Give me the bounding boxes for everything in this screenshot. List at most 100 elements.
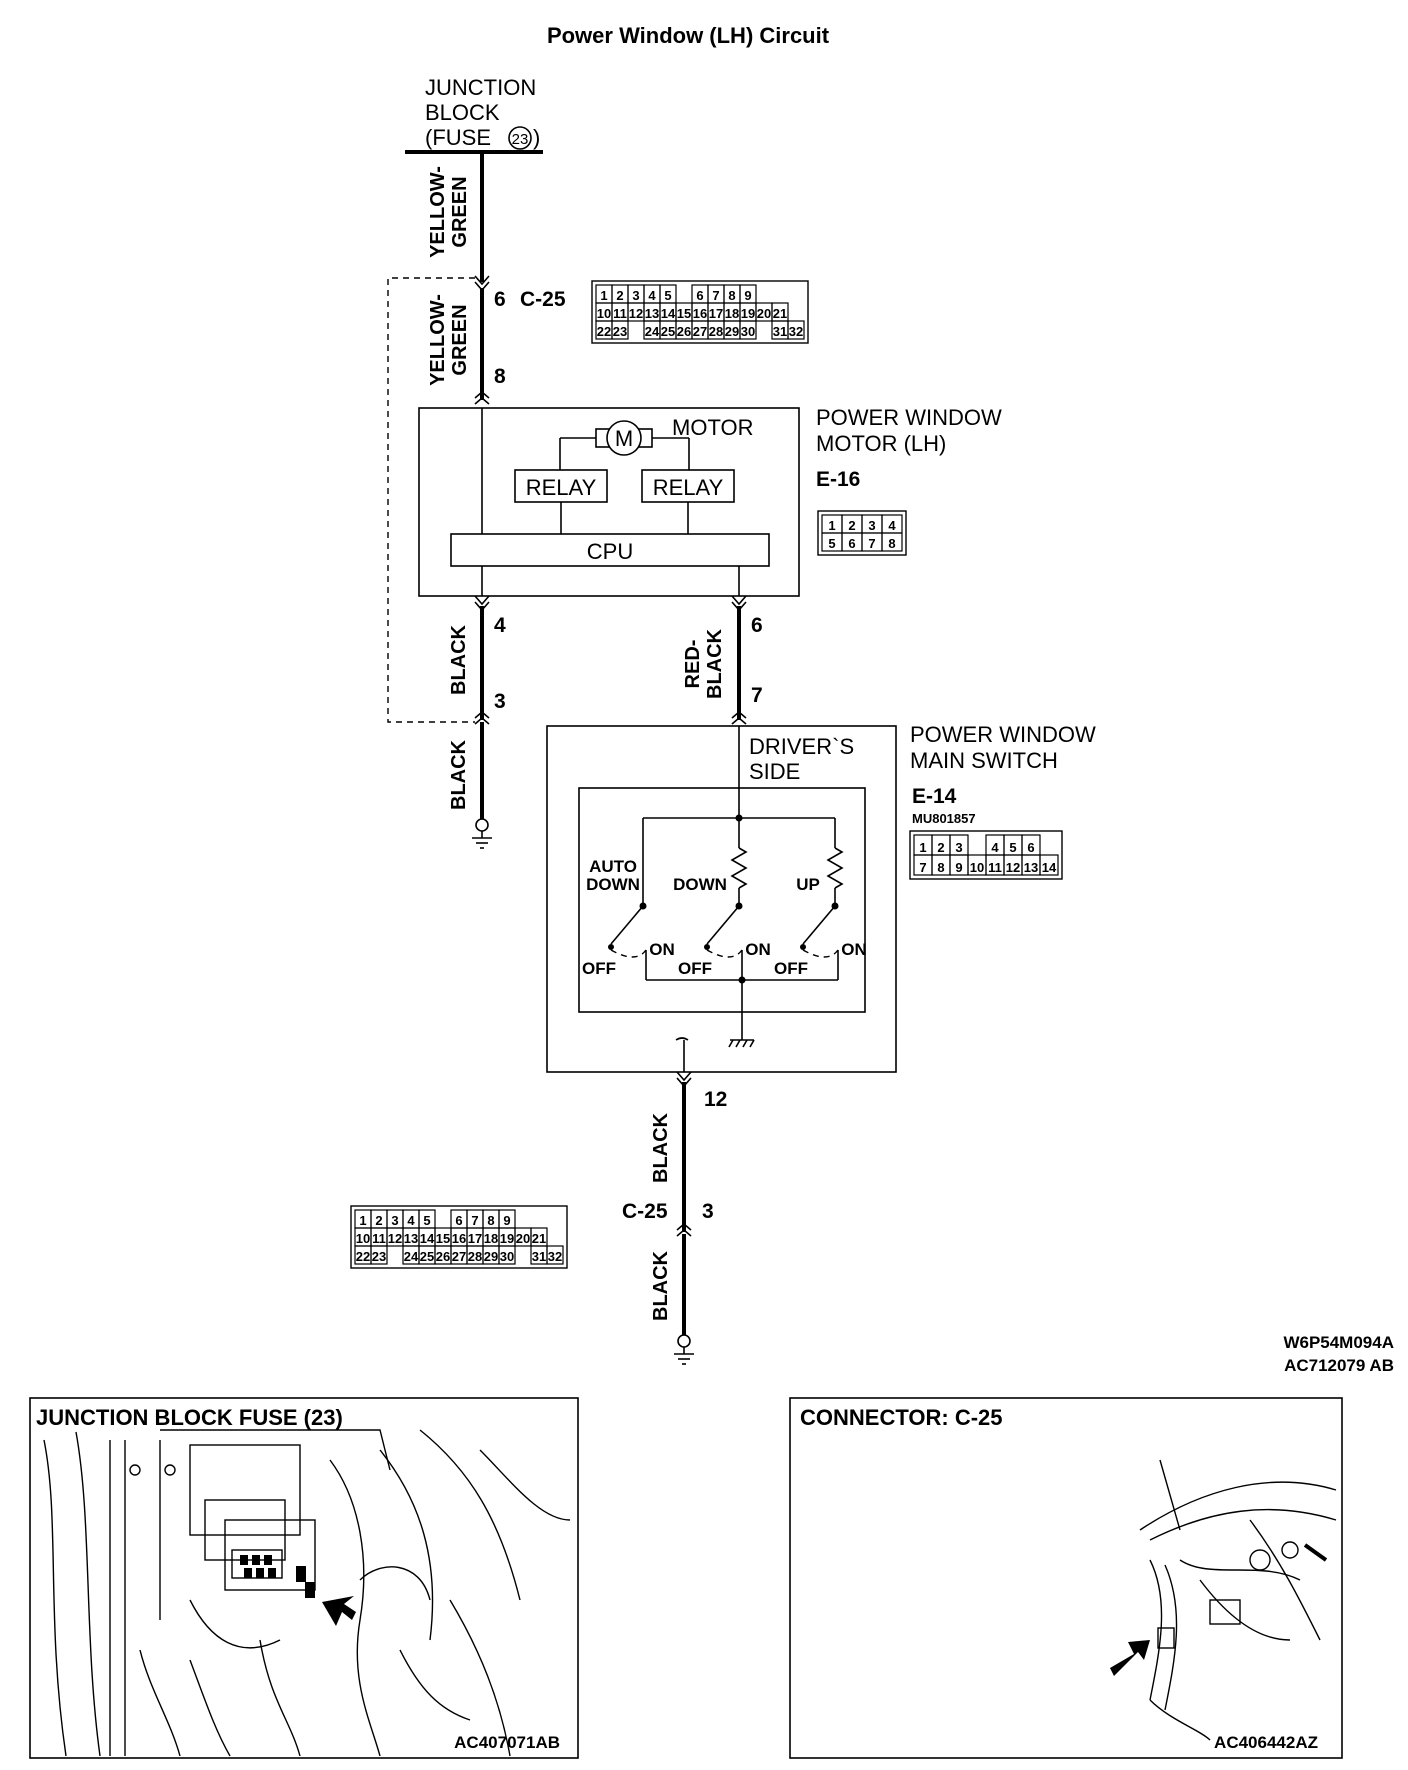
motor-symbol: M	[559, 420, 690, 470]
cpu-label: CPU	[587, 539, 633, 564]
pin-cell	[498, 1245, 516, 1265]
switch-title-1: POWER WINDOW	[910, 722, 1096, 747]
pin-number: 23	[372, 1249, 386, 1264]
chassis-ground-symbol	[728, 1039, 755, 1048]
switch-part-number: MU801857	[912, 811, 976, 826]
label-off-2: OFF	[678, 959, 712, 978]
label-auto: AUTO	[589, 857, 637, 876]
pin-number: 1	[359, 1213, 366, 1228]
pin-number: 12	[629, 306, 643, 321]
wire-label-yg-top-1: YELLOW-	[427, 166, 449, 258]
pin-number: 31	[773, 324, 787, 339]
pin-number: 21	[773, 306, 787, 321]
diagram-code-1: W6P54M094A	[1283, 1333, 1394, 1352]
pin-number: 24	[645, 324, 660, 339]
pin-number: 10	[970, 860, 984, 875]
switch-blade-auto-down	[610, 905, 644, 945]
label-on-3: ON	[841, 940, 867, 959]
pin-number: 32	[548, 1249, 562, 1264]
ground-symbol-bottom	[674, 1347, 694, 1365]
pin-cell	[787, 320, 805, 340]
pin-number: 7	[919, 860, 926, 875]
pin-number: 2	[848, 518, 855, 533]
pin-number: 31	[532, 1249, 546, 1264]
pin-cell	[1039, 854, 1059, 876]
fuse-number-circle	[508, 126, 532, 150]
pin-number: 22	[597, 324, 611, 339]
pin-number: 14	[661, 306, 676, 321]
wire-label-black-bottom: BLACK	[650, 1250, 672, 1321]
relay-1-label: RELAY	[526, 475, 597, 500]
pin-number: 4	[991, 840, 999, 855]
diagram-code-2: AC712079 AB	[1284, 1356, 1394, 1375]
pin-number: 18	[725, 306, 739, 321]
motor-label: MOTOR	[672, 415, 753, 440]
motor-title-1: POWER WINDOW	[816, 405, 1002, 430]
switch-connector-label: E-14	[912, 785, 957, 808]
pin-number: 16	[452, 1231, 466, 1246]
pin-cell	[881, 532, 903, 552]
pin-number: 29	[725, 324, 739, 339]
pin-number: 9	[955, 860, 962, 875]
svg-text:JUNCTION: JUNCTION	[425, 75, 536, 100]
wire-label-black-left: BLACK	[448, 624, 470, 695]
pin-number: 8	[888, 536, 895, 551]
pin-number: 13	[645, 306, 659, 321]
svg-text:(FUSE: (FUSE	[425, 125, 491, 150]
ground-symbol-left	[472, 831, 492, 849]
pin-number: 17	[709, 306, 723, 321]
up-resistor	[826, 847, 844, 889]
pin-number: 17	[468, 1231, 482, 1246]
pin-number: 21	[532, 1231, 546, 1246]
pin-number: 27	[452, 1249, 466, 1264]
pin-motor-4: 4	[494, 614, 506, 637]
pin-number: 2	[616, 288, 623, 303]
pin-number: 6	[1027, 840, 1034, 855]
pin-cell	[739, 320, 757, 340]
pin-number: 10	[356, 1231, 370, 1246]
pin-number: 11	[372, 1231, 386, 1246]
pin-number: 27	[693, 324, 707, 339]
switch-inner-box	[578, 787, 866, 1013]
wire-label-yg-mid-1: YELLOW-	[427, 294, 449, 386]
pin-number: 18	[484, 1231, 498, 1246]
pin-number: 28	[468, 1249, 482, 1264]
pin-number: 2	[375, 1213, 382, 1228]
pin-number: 10	[597, 306, 611, 321]
pin-number: 11	[613, 306, 627, 321]
pin-number: 1	[600, 288, 607, 303]
pin-number: 26	[436, 1249, 450, 1264]
pin-number: 25	[420, 1249, 434, 1264]
connector-mark-3	[474, 710, 490, 725]
pin-cell	[370, 1245, 388, 1265]
pin-number: 20	[757, 306, 771, 321]
pin-number: 24	[404, 1249, 419, 1264]
motor-title-2: MOTOR (LH)	[816, 431, 946, 456]
wire-label-black-ground-left: BLACK	[448, 739, 470, 810]
pin-number: 28	[709, 324, 723, 339]
pin-number: 12	[388, 1231, 402, 1246]
pin-number: 25	[661, 324, 675, 339]
pin-motor-6: 6	[751, 614, 763, 637]
photo-right-title: CONNECTOR: C-25	[800, 1405, 1003, 1430]
connector-c25-lower-label: C-25	[622, 1200, 668, 1223]
pin-number: 15	[677, 306, 691, 321]
wire-label-red-black-1: RED-	[682, 640, 704, 689]
pin-number: 23	[613, 324, 627, 339]
pin-number: 19	[500, 1231, 514, 1246]
pin-number: 16	[693, 306, 707, 321]
pin-number: 4	[888, 518, 896, 533]
shield-dashed-line	[387, 277, 475, 723]
pin-number: 12	[1006, 860, 1020, 875]
label-off-1: OFF	[582, 959, 616, 978]
pin-number: 9	[744, 288, 751, 303]
pin-switch-12: 12	[704, 1088, 727, 1111]
pin-cell	[611, 320, 629, 340]
pin-c25-3: 3	[702, 1200, 714, 1223]
switch-title-2: MAIN SWITCH	[910, 748, 1058, 773]
pin-number: 13	[404, 1231, 418, 1246]
